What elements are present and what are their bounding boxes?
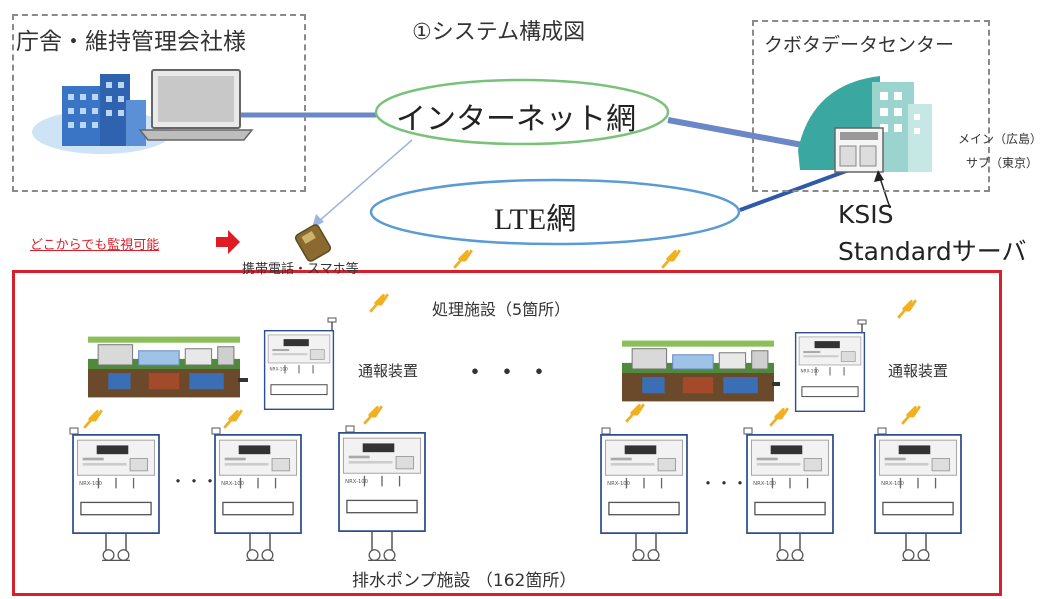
antenna-tip xyxy=(327,317,337,323)
pump-facility-label: 排水ポンプ施設 （162箇所） xyxy=(352,571,577,591)
office-building-icon xyxy=(32,74,172,154)
datacenter-building-icon xyxy=(798,76,932,173)
office-label: 庁舎・維持管理会社様 xyxy=(16,29,246,55)
red-arrow-icon xyxy=(216,230,240,254)
server-label-line2: Standardサーバ xyxy=(838,237,1027,266)
server-label-line1: KSIS xyxy=(838,200,894,229)
diagram-title: ①システム構成図 xyxy=(412,20,586,45)
bolt-icon xyxy=(660,248,682,270)
antenna-tip xyxy=(857,319,867,325)
datacenter-sub-location: サブ（東京） xyxy=(966,156,1039,170)
datacenter-main-location: メイン（広島） xyxy=(958,132,1043,146)
treatment-facility-label: 処理施設（5箇所） xyxy=(432,300,571,319)
server-pointer-arrowhead xyxy=(874,170,884,182)
pump-station-left-3 xyxy=(338,425,426,562)
pump-ellipsis-left: ・・・ xyxy=(170,472,219,491)
mobile-phone-icon xyxy=(294,224,332,262)
phone-label: 携帯電話・スマホ等 xyxy=(242,262,359,277)
lte-network-label: LTE網 xyxy=(494,203,577,236)
internet-network-label: インターネット網 xyxy=(396,102,636,137)
bolt-icon xyxy=(452,248,474,270)
treatment-ellipsis: ・・・ xyxy=(462,358,559,388)
laptop-icon xyxy=(138,69,254,141)
datacenter-label: クボタデータセンター xyxy=(764,34,955,56)
pump-station-left-2 xyxy=(211,427,302,562)
datacenter-group-box xyxy=(752,20,990,192)
internet-phone-link xyxy=(317,139,413,223)
pump-station-right-3 xyxy=(874,427,962,562)
office-group-box xyxy=(12,14,306,192)
pump-station-left-1 xyxy=(69,427,160,562)
server-pointer-line xyxy=(879,177,891,209)
lte-ellipse xyxy=(369,178,741,246)
internet-ellipse xyxy=(374,78,670,146)
notifier-label-right: 通報装置 xyxy=(888,362,949,380)
pump-station-right-2 xyxy=(743,427,834,562)
pump-ellipsis-right: ・・・ xyxy=(700,474,749,493)
pump-station-right-1 xyxy=(600,427,688,562)
monitor-anywhere-label: どこからでも監視可能 xyxy=(30,238,160,253)
notifier-label-left: 通報装置 xyxy=(358,362,419,380)
field-facilities-box xyxy=(12,270,1002,596)
